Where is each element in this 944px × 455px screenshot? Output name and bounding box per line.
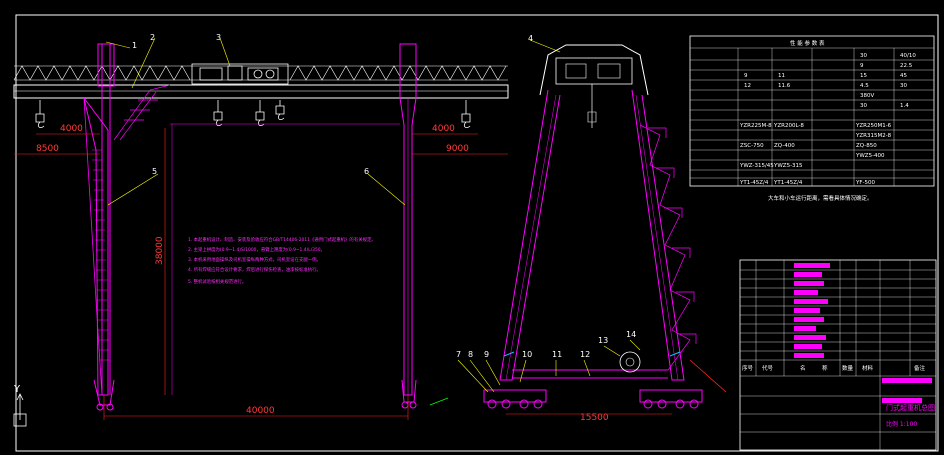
tag-3: 3 — [216, 33, 221, 42]
left-ladder — [92, 149, 109, 361]
dim-left-cantilever: 4000 — [60, 124, 83, 134]
trolley — [191, 63, 289, 85]
spec-left-5v: YWZ5-315 — [773, 163, 803, 169]
spec-right-5v: 380V — [860, 93, 874, 99]
spec-right-4v: 30 — [900, 83, 907, 89]
tag-9: 9 — [484, 350, 489, 359]
hook-blocks — [35, 100, 471, 129]
title-head-6: 材料 — [862, 364, 874, 372]
tag-10: 10 — [522, 350, 532, 359]
dim-height: 38000 — [155, 236, 165, 265]
tag-11: 11 — [552, 350, 562, 359]
spec-right-1v: 40/10 — [900, 53, 916, 59]
spec-right-6v: 1.4 — [900, 103, 909, 109]
note-4: 4. 所有焊缝应符合设计要求，焊后进行探伤检查，油漆按标准执行。 — [188, 266, 321, 273]
parts-list: 序号 代号 名 称 数量 材料 备注 门式起重机总图 比例 1:100 — [739, 259, 937, 451]
spec-right-2v: 22.5 — [900, 63, 913, 69]
tag-14: 14 — [626, 330, 636, 339]
spec-left-3: YZR225M-8 — [739, 123, 772, 129]
spec-right-2: 9 — [860, 63, 864, 69]
technical-notes: 1. 本起重机设计、制造、安装及验收应符合GB/T14406-2011《通用门式… — [188, 236, 376, 285]
side-left-leg — [499, 89, 561, 381]
dim-right-cantilever: 4000 — [432, 124, 455, 134]
spec-right-9v: ZQ-850 — [856, 143, 877, 149]
side-stairs — [639, 124, 697, 371]
part-tags: 1 2 3 5 6 4 7 8 9 10 11 12 13 14 — [132, 33, 636, 359]
spec-table-title: 性 能 参 数 表 — [790, 39, 825, 47]
drawing-scale: 比例 1:100 — [886, 420, 917, 428]
spec-footnote: 大车和小车运行距离，需看具体情况确定。 — [768, 194, 873, 202]
spec-left-2v: 11.6 — [778, 83, 791, 89]
ucs-y-label: Y — [13, 384, 21, 395]
tag-5: 5 — [152, 167, 157, 176]
title-head-3: 名 — [800, 364, 806, 372]
tag-6: 6 — [364, 167, 369, 176]
front-dimensions — [14, 128, 508, 420]
spec-right-1: 30 — [860, 53, 867, 59]
side-bogies — [483, 389, 703, 409]
spec-right-3: 15 — [860, 73, 867, 79]
spec-right-10v: YWZ5-400 — [855, 153, 885, 159]
note-3: 3. 本机采用地面操纵及司机室操纵两种方式，司机室设在支腿一侧。 — [188, 256, 321, 263]
spec-left-3v: YZR200L-8 — [773, 123, 804, 129]
spec-left-1v: 11 — [778, 73, 785, 79]
title-head-1: 序号 — [742, 364, 754, 372]
tag-8: 8 — [468, 350, 473, 359]
left-leg — [83, 97, 109, 396]
title-head-5: 数量 — [842, 364, 854, 372]
main-girder — [13, 84, 509, 99]
spec-right-3v: 45 — [900, 73, 907, 79]
cable-drum — [619, 351, 641, 373]
red-leader — [689, 359, 727, 393]
spec-right-6: 30 — [860, 103, 867, 109]
side-view — [483, 44, 703, 409]
spec-left-5: YWZ-315/45 — [739, 163, 774, 169]
dim-right-outer: 9000 — [446, 144, 469, 154]
front-view — [13, 43, 509, 411]
side-bottom-beam — [512, 369, 668, 379]
spec-table: 性 能 参 数 表 9 11 12 11.6 YZR225M-8 YZR200L… — [689, 35, 935, 187]
rail-marker-right — [503, 351, 681, 357]
tag-1: 1 — [132, 41, 137, 50]
rail-marker-left — [429, 397, 449, 406]
tag-12: 12 — [580, 350, 590, 359]
ucs-icon — [13, 393, 27, 427]
spec-right-11v: YF-500 — [855, 180, 876, 186]
drawing-name: 门式起重机总图 — [886, 403, 935, 412]
spec-left-4v: ZQ-400 — [774, 143, 795, 149]
title-head-4: 称 — [822, 364, 828, 372]
note-1: 1. 本起重机设计、制造、安装及验收应符合GB/T14406-2011《通用门式… — [188, 236, 376, 243]
side-top-frame — [539, 44, 649, 96]
spec-left-6v: YT1-45Z/4 — [773, 180, 803, 186]
right-leg — [399, 43, 417, 396]
note-2: 2. 主梁上拱度为(0.9~1.4)S/1000，悬臂上翘度为(0.9~1.4)… — [188, 246, 325, 253]
leader-lines — [105, 37, 641, 393]
cab-stair — [113, 84, 171, 141]
tag-7: 7 — [456, 350, 461, 359]
spec-left-2: 12 — [744, 83, 751, 89]
note-5: 5. 整机试验按相关规范进行。 — [188, 278, 246, 285]
sheet-border — [15, 14, 939, 452]
tag-13: 13 — [598, 336, 608, 345]
side-right-leg — [631, 89, 685, 381]
tag-4: 4 — [528, 34, 533, 43]
spec-right-4: 4.5 — [860, 83, 869, 89]
tag-2: 2 — [150, 33, 155, 42]
title-head-7: 备注 — [914, 364, 926, 372]
spec-right-7v: YZR250M1-6 — [855, 123, 892, 129]
leg-feet — [93, 379, 417, 411]
dim-left-outer: 8500 — [36, 144, 59, 154]
dim-side-base: 15500 — [580, 413, 609, 423]
spec-left-6: YT1-45Z/4 — [739, 180, 769, 186]
spec-left-1: 9 — [744, 73, 748, 79]
title-head-2: 代号 — [762, 364, 774, 372]
spec-right-8v: YZR315M2-8 — [855, 133, 892, 139]
spec-left-4: ZSC-750 — [740, 143, 764, 149]
dim-span: 40000 — [246, 406, 275, 416]
